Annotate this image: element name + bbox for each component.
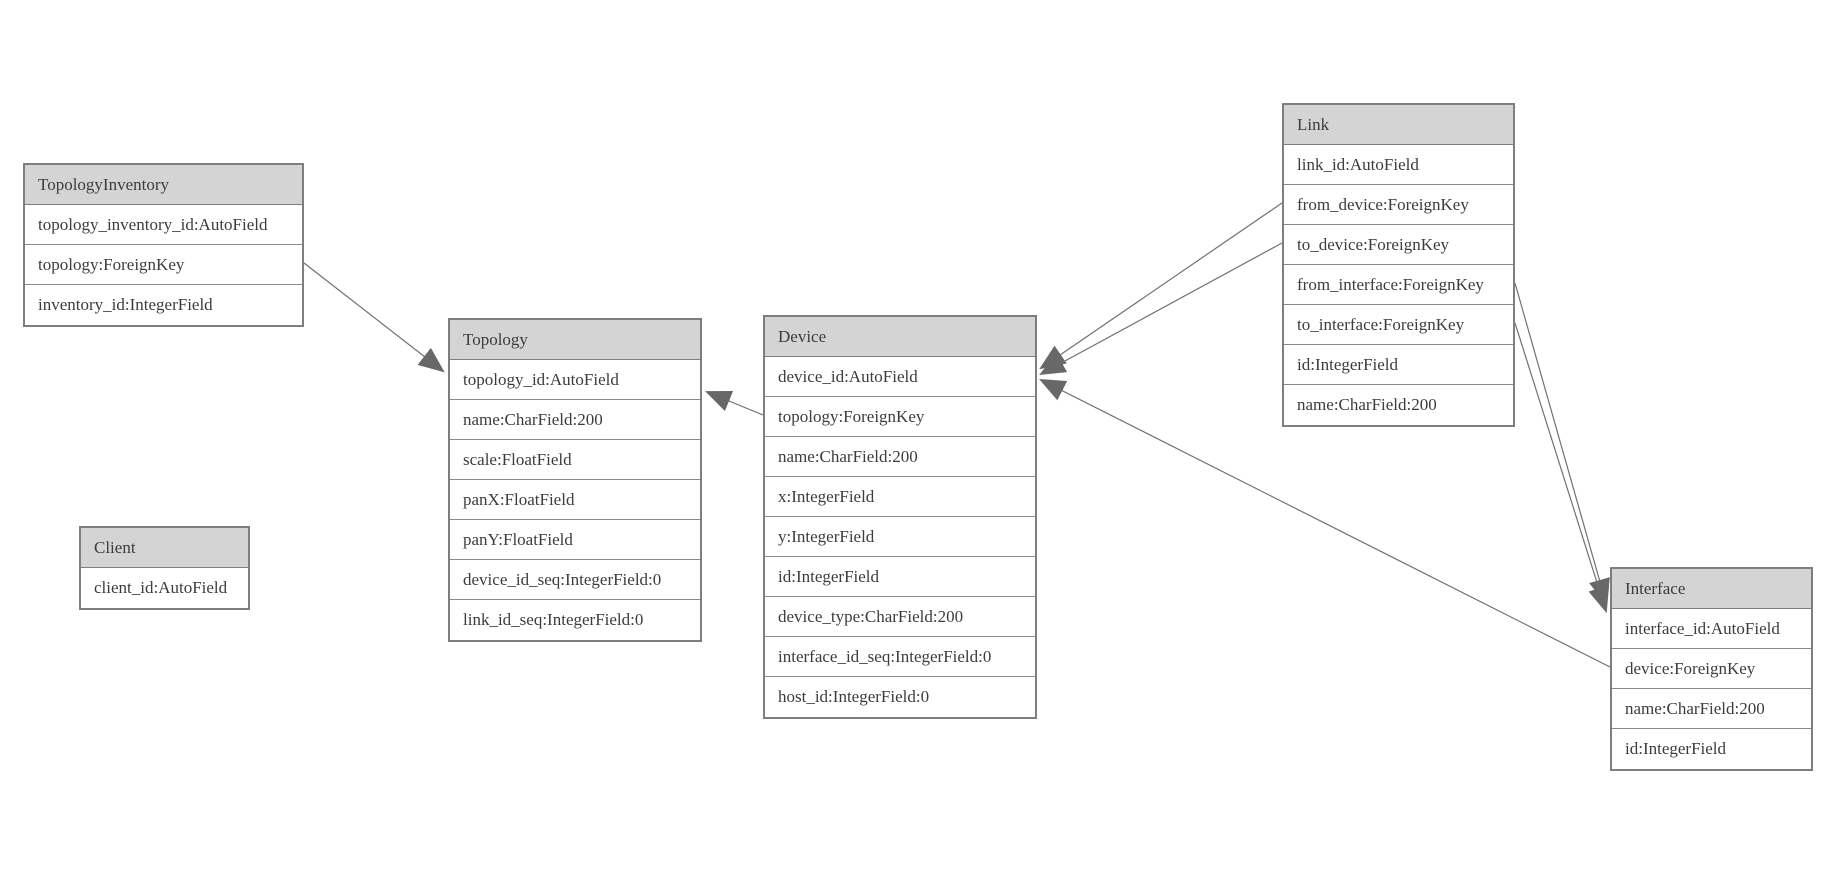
- field-row: topology_inventory_id:AutoField: [25, 205, 302, 245]
- field-row: name:CharField:200: [1284, 385, 1513, 425]
- table-header: Topology: [450, 320, 700, 360]
- field-row: from_device:ForeignKey: [1284, 185, 1513, 225]
- field-row: name:CharField:200: [450, 400, 700, 440]
- field-row: topology:ForeignKey: [25, 245, 302, 285]
- field-row: topology_id:AutoField: [450, 360, 700, 400]
- entity-table-device: Device device_id:AutoField topology:Fore…: [763, 315, 1037, 719]
- field-row: name:CharField:200: [765, 437, 1035, 477]
- field-row: panY:FloatField: [450, 520, 700, 560]
- edge-link-from-interface: [1514, 282, 1610, 606]
- edge-device-topology: [704, 391, 764, 416]
- entity-table-link: Link link_id:AutoField from_device:Forei…: [1282, 103, 1515, 427]
- table-header: Interface: [1612, 569, 1811, 609]
- field-row: scale:FloatField: [450, 440, 700, 480]
- edge-link-to-interface: [1514, 322, 1610, 614]
- entity-table-topology: Topology topology_id:AutoField name:Char…: [448, 318, 702, 642]
- entity-table-interface: Interface interface_id:AutoField device:…: [1610, 567, 1813, 771]
- field-row: device_id_seq:IntegerField:0: [450, 560, 700, 600]
- table-header: TopologyInventory: [25, 165, 302, 205]
- field-row: interface_id_seq:IntegerField:0: [765, 637, 1035, 677]
- table-header: Link: [1284, 105, 1513, 145]
- field-row: link_id:AutoField: [1284, 145, 1513, 185]
- field-row: to_interface:ForeignKey: [1284, 305, 1513, 345]
- field-row: host_id:IntegerField:0: [765, 677, 1035, 717]
- edge-link-to-device: [1039, 242, 1283, 376]
- entity-table-client: Client client_id:AutoField: [79, 526, 250, 610]
- edge-link-from-device: [1039, 202, 1283, 370]
- field-row: x:IntegerField: [765, 477, 1035, 517]
- field-row: to_device:ForeignKey: [1284, 225, 1513, 265]
- field-row: name:CharField:200: [1612, 689, 1811, 729]
- field-row: inventory_id:IntegerField: [25, 285, 302, 325]
- field-row: panX:FloatField: [450, 480, 700, 520]
- field-row: interface_id:AutoField: [1612, 609, 1811, 649]
- field-row: from_interface:ForeignKey: [1284, 265, 1513, 305]
- table-header: Device: [765, 317, 1035, 357]
- field-row: y:IntegerField: [765, 517, 1035, 557]
- field-row: id:IntegerField: [1612, 729, 1811, 769]
- field-row: id:IntegerField: [1284, 345, 1513, 385]
- table-header: Client: [81, 528, 248, 568]
- field-row: device_id:AutoField: [765, 357, 1035, 397]
- field-row: device:ForeignKey: [1612, 649, 1811, 689]
- field-row: client_id:AutoField: [81, 568, 248, 608]
- entity-table-topologyinventory: TopologyInventory topology_inventory_id:…: [23, 163, 304, 327]
- edge-topologyinventory-topology: [303, 262, 445, 373]
- field-row: id:IntegerField: [765, 557, 1035, 597]
- field-row: link_id_seq:IntegerField:0: [450, 600, 700, 640]
- edge-interface-device: [1039, 379, 1611, 668]
- field-row: topology:ForeignKey: [765, 397, 1035, 437]
- field-row: device_type:CharField:200: [765, 597, 1035, 637]
